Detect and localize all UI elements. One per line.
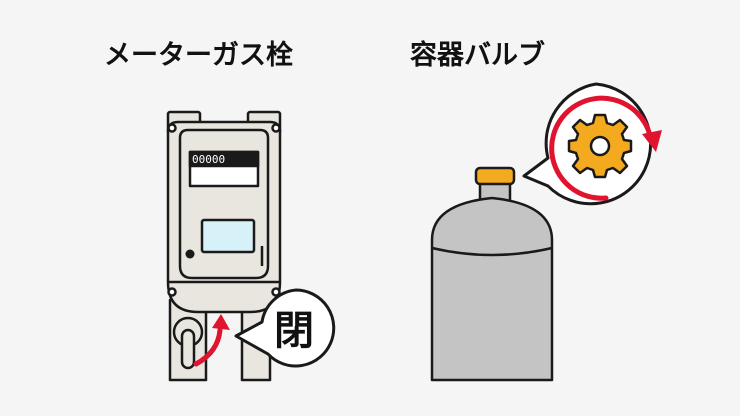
gas-cylinder-icon — [430, 178, 554, 382]
container-valve-label: 容器バルブ — [410, 40, 545, 71]
valve-cap — [474, 166, 516, 186]
meter-close-arrow-icon — [193, 314, 230, 367]
closed-speech-bubble — [234, 288, 336, 368]
closed-label: 閉 — [274, 308, 314, 354]
rotation-arrow-icon — [549, 95, 662, 201]
meter-gas-cock-label: メーターガス栓 — [104, 40, 293, 71]
meter-counter-digits: 00000 — [192, 153, 225, 166]
gear-icon — [567, 113, 633, 179]
gas-cock-handle-icon — [172, 316, 204, 370]
